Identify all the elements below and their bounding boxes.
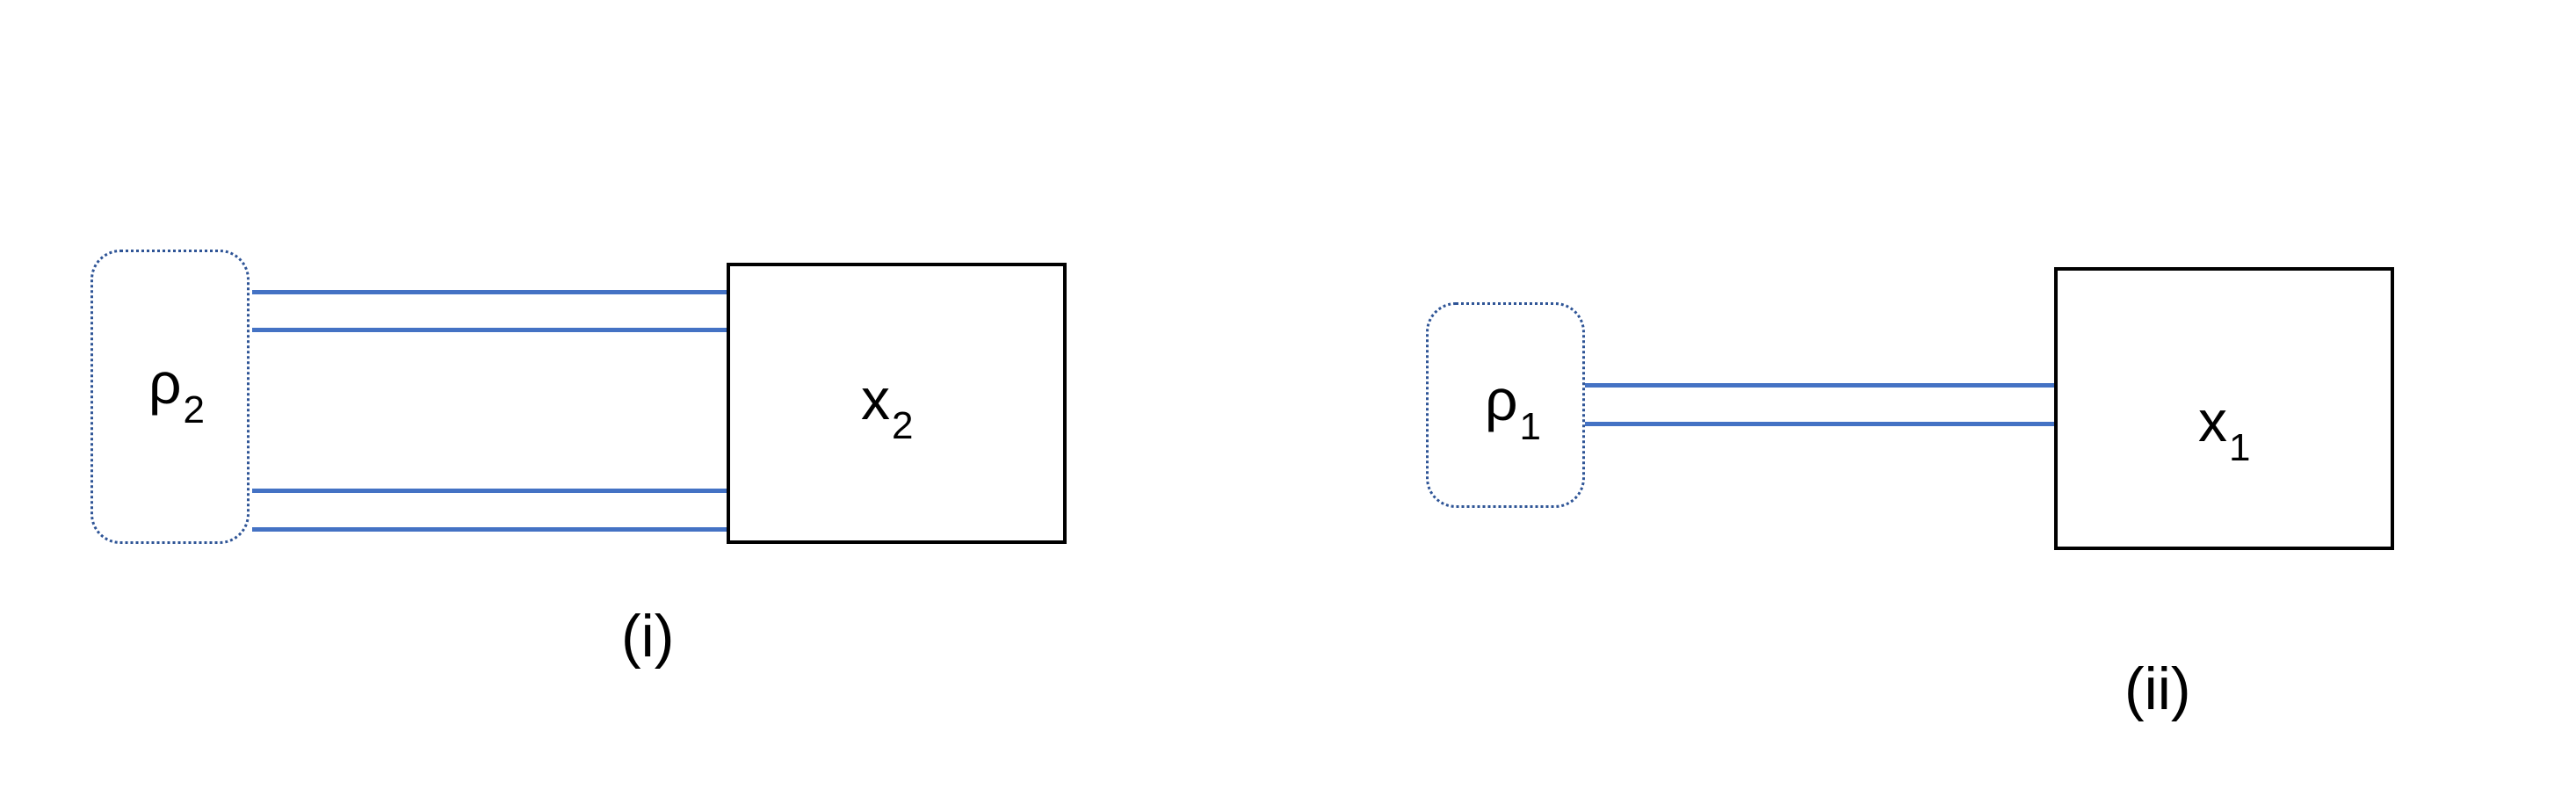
process-x2-label: x2: [861, 370, 913, 446]
state-rho1-symbol: ρ: [1485, 367, 1518, 432]
state-rho1-subscript: 1: [1519, 405, 1542, 448]
wire-ii-2: [1581, 422, 2056, 426]
state-rho1-label: ρ1: [1485, 371, 1541, 446]
wire-i-2: [252, 328, 728, 332]
state-rho2-symbol: ρ: [148, 351, 182, 416]
process-x1-label: x1: [2198, 392, 2250, 467]
process-x1-box: x1: [2054, 267, 2394, 550]
process-x1-subscript: 1: [2229, 426, 2251, 469]
process-x2-subscript: 2: [892, 404, 914, 447]
wire-i-4: [252, 527, 728, 532]
caption-ii: (ii): [2124, 656, 2191, 722]
process-x2-box: x2: [727, 263, 1067, 544]
state-rho2-box: ρ2: [90, 250, 250, 544]
wire-i-1: [252, 290, 728, 294]
wire-ii-1: [1581, 383, 2056, 388]
state-rho2-subscript: 2: [183, 388, 206, 431]
state-rho1-box: ρ1: [1426, 302, 1585, 508]
wire-i-3: [252, 489, 728, 493]
process-x2-symbol: x: [861, 366, 890, 431]
state-rho2-label: ρ2: [148, 354, 205, 430]
process-x1-symbol: x: [2198, 388, 2227, 453]
caption-i: (i): [621, 603, 675, 670]
